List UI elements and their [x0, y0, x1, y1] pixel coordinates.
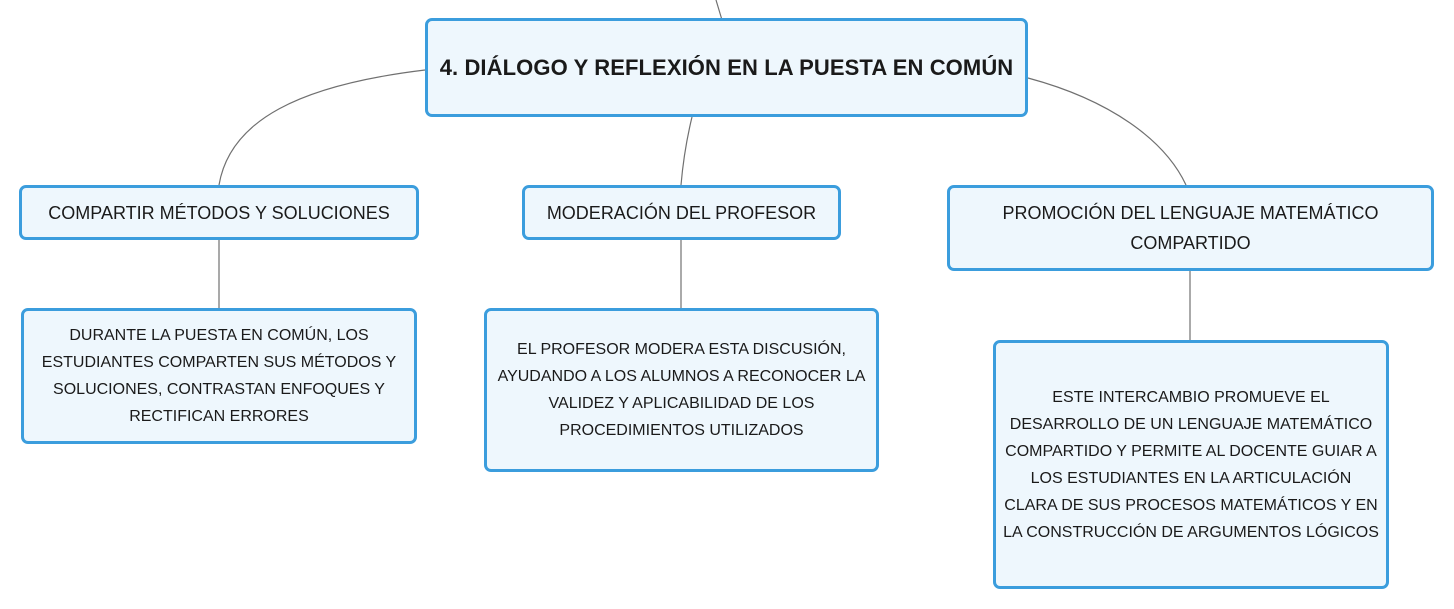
connector-root-to-promocion	[1027, 77, 1187, 186]
topic-node-compartir-metodos[interactable]: COMPARTIR MÉTODOS Y SOLUCIONES	[19, 185, 419, 240]
topic-node-promocion-lenguaje[interactable]: PROMOCIÓN DEL LENGUAJE MATEMÁTICO COMPAR…	[947, 185, 1434, 271]
topic-label: COMPARTIR MÉTODOS Y SOLUCIONES	[48, 202, 390, 223]
detail-node-moderacion-profesor[interactable]: EL PROFESOR MODERA ESTA DISCUSIÓN, AYUDA…	[484, 308, 879, 472]
topic-label: MODERACIÓN DEL PROFESOR	[546, 202, 817, 223]
topic-node-moderacion-profesor[interactable]: MODERACIÓN DEL PROFESOR	[522, 185, 841, 240]
connector-root-to-compartir	[218, 69, 426, 186]
connector-root-to-moderacion	[680, 116, 693, 186]
root-topic-node[interactable]: 4. DIÁLOGO Y REFLEXIÓN EN LA PUESTA EN C…	[425, 18, 1028, 117]
detail-node-compartir-metodos[interactable]: DURANTE LA PUESTA EN COMÚN, LOS ESTUDIAN…	[21, 308, 417, 444]
detail-text: ESTE INTERCAMBIO PROMUEVE EL DESARROLLO …	[1003, 388, 1379, 541]
detail-text: EL PROFESOR MODERA ESTA DISCUSIÓN, AYUDA…	[497, 341, 866, 439]
connector-parent-to-root	[715, 0, 723, 21]
root-topic-title: 4. DIÁLOGO Y REFLEXIÓN EN LA PUESTA EN C…	[439, 54, 1014, 80]
detail-text: DURANTE LA PUESTA EN COMÚN, LOS ESTUDIAN…	[41, 327, 397, 425]
topic-label: PROMOCIÓN DEL LENGUAJE MATEMÁTICO COMPAR…	[1002, 203, 1379, 253]
detail-node-promocion-lenguaje[interactable]: ESTE INTERCAMBIO PROMUEVE EL DESARROLLO …	[993, 340, 1389, 589]
